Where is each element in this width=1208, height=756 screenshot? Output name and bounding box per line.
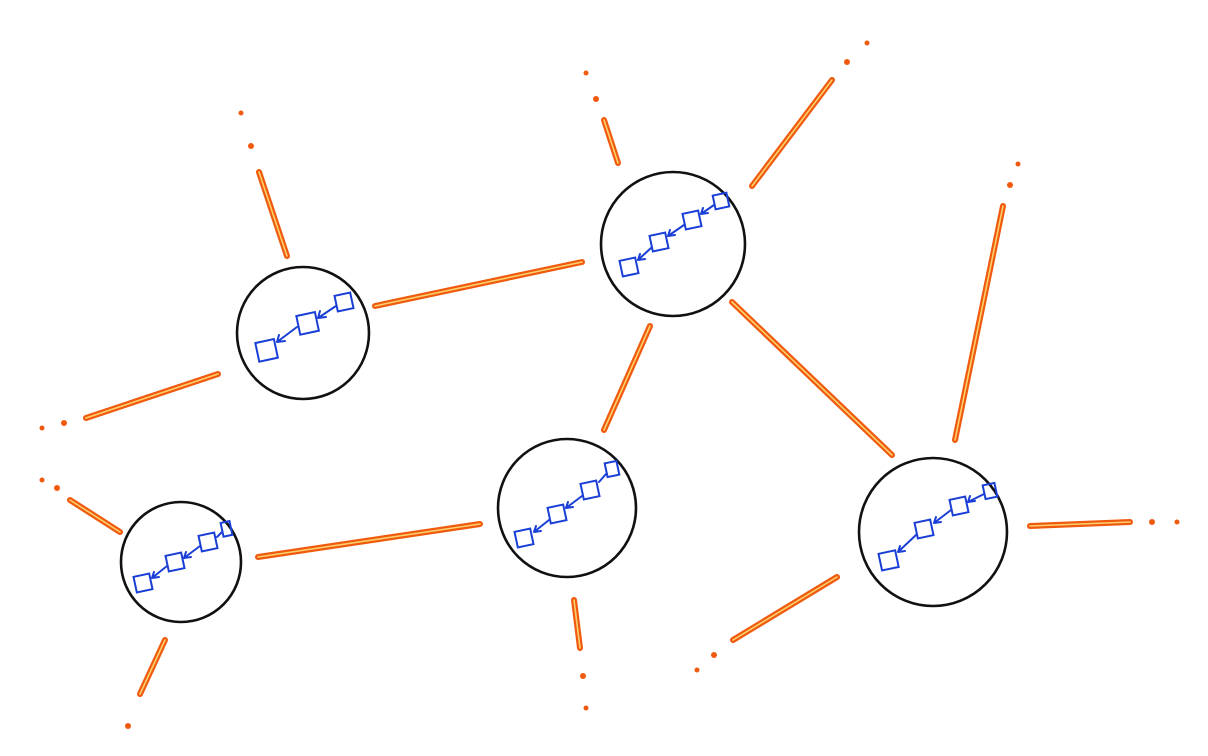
node-n4 [496,437,638,579]
node-n1 [235,265,371,401]
block [197,531,219,553]
block-chain [254,291,355,363]
chain-arrow-icon [967,493,985,503]
chain-arrow-icon [216,531,223,538]
link-n1-n2 [372,259,585,309]
links [255,259,895,560]
chain-arrow-icon [637,247,652,261]
block [546,503,568,525]
link-n2-n4 [601,323,653,433]
block [618,256,640,278]
block [981,481,999,501]
open-link-n5-bottom-left [694,574,840,673]
block [254,337,280,363]
block [333,291,355,313]
node-n2 [599,170,747,318]
chain-arrow-icon [317,305,337,319]
open-link-n3-bottom [125,637,168,729]
block-chain [618,191,731,278]
chain-arrow-icon [565,495,583,509]
block-chain [877,481,999,572]
open-link-n2-top-right [749,40,870,189]
nodes [119,170,1009,624]
node-n3 [119,500,243,624]
open-link-n1-top [238,110,290,259]
node-n5 [857,456,1009,608]
chain-arrow-icon [276,326,298,343]
chain-arrow-icon [897,534,917,553]
block [579,479,601,501]
chain-arrow-icon [533,519,550,533]
open-link-n4-bottom [571,597,589,711]
open-link-n1-left [39,371,221,431]
chain-arrow-icon [933,509,952,524]
block [648,231,670,253]
block [877,549,900,572]
chain-arrow-icon [151,565,168,579]
link-n2-n5 [729,299,895,458]
open-link-n5-right [1027,519,1180,529]
block [295,310,321,336]
block [681,209,703,231]
block [513,527,535,549]
link-n3-n4 [255,521,483,560]
open-link-n2-top [583,70,621,166]
chain-arrow-icon [183,545,201,559]
block-chain [513,459,621,549]
block [164,551,186,573]
chain-arrow-icon [667,224,685,237]
open-links [39,40,1180,729]
block [711,191,731,211]
block [913,518,935,540]
open-link-n3-left [39,477,123,535]
open-link-n5-top [952,161,1021,443]
block [948,495,970,517]
block [132,572,154,594]
chain-arrow-icon [700,204,715,215]
block [219,519,234,538]
block [603,459,621,479]
block-chain [132,519,234,594]
chain-arrow-icon [598,473,607,483]
